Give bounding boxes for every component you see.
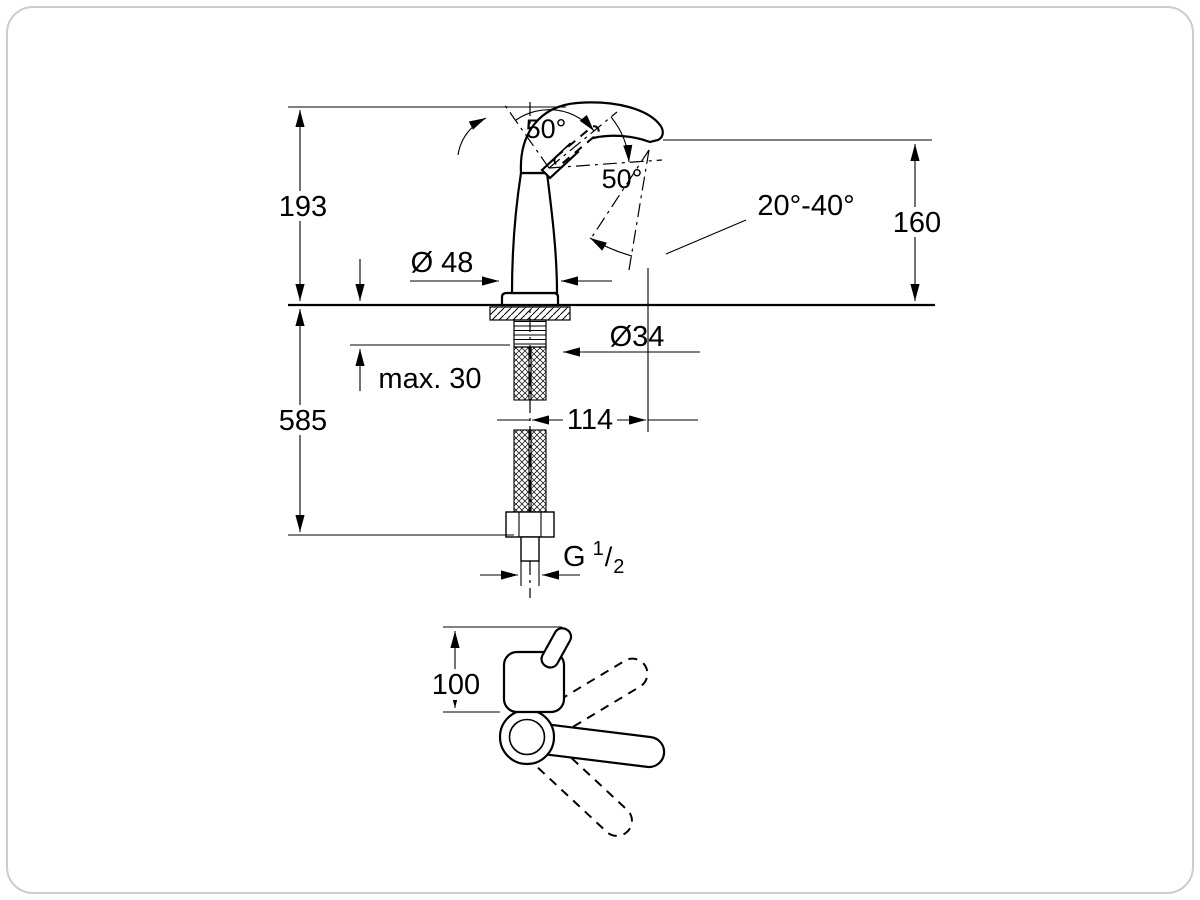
dim-dia34-label: Ø34 [610, 321, 665, 353]
angle-arc [610, 116, 633, 163]
faucet-body [500, 101, 664, 307]
dim-max30-label: max. 30 [378, 363, 481, 395]
label-backing [277, 405, 329, 435]
spout-angle-geometry [589, 149, 747, 271]
dimension-193: 193 [277, 106, 566, 301]
connection-tube [520, 536, 540, 562]
flex-hose-right-lower [530, 429, 547, 513]
spout-swivel-inner-circle [508, 718, 546, 756]
angle-arc [515, 109, 595, 132]
flex-hose-left-upper [513, 346, 530, 401]
top-view: 100 [429, 626, 666, 837]
dim-160-label: 160 [893, 207, 941, 239]
dim-114-label: 114 [567, 404, 613, 436]
angle-arc [589, 237, 633, 257]
dim-dia48-label: Ø 48 [411, 247, 474, 279]
handle-angle-1-label: 50° [526, 114, 567, 144]
label-backing [891, 207, 943, 237]
dim-100-label: 100 [432, 669, 480, 701]
angle-ref-line [548, 159, 663, 169]
mounting-gasket [489, 306, 571, 321]
label-backing [277, 191, 329, 221]
angle-ref-line [628, 149, 650, 271]
hex-nut [505, 511, 555, 538]
spout-alt-position-down [521, 731, 633, 837]
mounting-hardware [489, 306, 571, 586]
dimension-160: 160 [663, 139, 943, 301]
label-backing [563, 404, 617, 435]
handle-angle-2-label: 50° [602, 164, 643, 194]
side-view: 193 585 160 Ø 48 max. 30 [277, 101, 943, 598]
flex-hose-left-lower [513, 429, 530, 513]
dimension-100: 100 [429, 626, 562, 713]
faucet-base-flange [500, 291, 560, 307]
spout-alt-position-up [523, 657, 649, 746]
dim-193-label: 193 [279, 191, 327, 223]
label-backing [429, 669, 483, 700]
handle-angle-geometry [457, 103, 663, 169]
angle-ref-line [548, 111, 618, 169]
dimension-585: 585 [277, 309, 514, 536]
rotation-arrow [457, 117, 487, 156]
flex-hose-right-upper [530, 346, 547, 401]
dimension-dia34: Ø34 [563, 321, 700, 357]
angle-ref-line [589, 149, 650, 241]
dimension-dia48: Ø 48 [410, 247, 612, 286]
spout-swivel-range-label: 20°-40° [757, 190, 854, 222]
dimension-114: 114 [497, 268, 698, 436]
threaded-shank [513, 319, 547, 348]
faucet-body-cone [510, 171, 559, 295]
angle-ref-line [503, 103, 550, 169]
dim-585-label: 585 [279, 405, 327, 437]
leader-line [665, 219, 747, 255]
lever-handle-top-view [540, 627, 573, 669]
dimension-max30: max. 30 [350, 259, 510, 395]
